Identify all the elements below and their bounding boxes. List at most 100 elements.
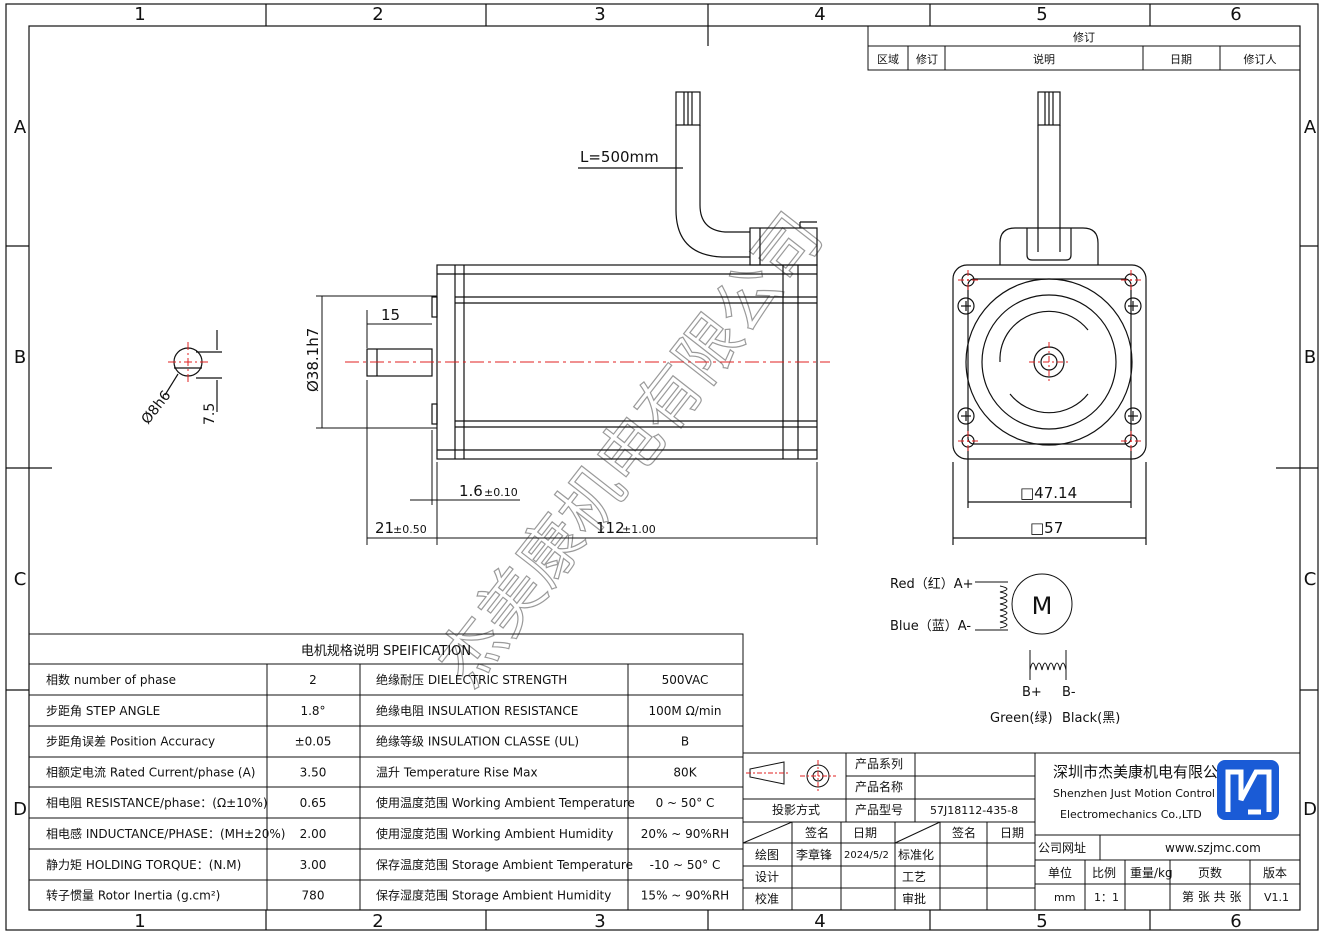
zone-col-1-top: 1 (134, 4, 145, 25)
spec-value-2: -10 ~ 50° C (650, 858, 721, 872)
shaft-section-view: Ø8h6 7.5 (139, 330, 222, 427)
zone-row-a-right: A (1304, 117, 1317, 138)
tb-website-label: 公司网址 (1038, 841, 1086, 855)
wire-b-plus: B+ (1022, 685, 1042, 700)
zone-row-c-left: C (14, 569, 27, 590)
company-name-en-2: Electromechanics Co.,LTD (1060, 808, 1202, 821)
zone-row-b-right: B (1304, 347, 1316, 368)
spec-value-2: 15% ~ 90%RH (641, 889, 729, 903)
zone-col-6-bottom: 6 (1230, 911, 1241, 932)
tb-drawer: 李章锋 (796, 847, 832, 862)
dim-body-tol: ±1.00 (622, 523, 656, 536)
dim-flange-size: □57 (1030, 519, 1063, 537)
wire-b-minus-color: Black(黑) (1062, 711, 1120, 726)
zone-col-3-top: 3 (594, 4, 605, 25)
spec-value: 780 (302, 889, 325, 903)
spec-label-2: 温升 Temperature Rise Max (376, 765, 538, 779)
dim-cable-length: L=500mm (580, 148, 659, 166)
revision-header-rev: 修订 (916, 52, 938, 66)
tb-version-value: V1.1 (1264, 891, 1289, 904)
revision-title: 修订 (1073, 30, 1095, 44)
spec-value-2: 20% ~ 90%RH (641, 827, 729, 841)
zone-row-d-left: D (13, 799, 27, 820)
zone-row-d-right: D (1303, 799, 1317, 820)
spec-value-2: 80K (673, 765, 697, 779)
tb-draw-label: 绘图 (755, 847, 779, 862)
dim-flange-tol: ±0.10 (484, 486, 518, 499)
spec-value: 3.00 (300, 858, 327, 872)
wire-a-plus: Red（红）A+ (890, 576, 974, 592)
tb-draw-date: 2024/5/2 (844, 850, 889, 861)
zone-col-1-bottom: 1 (134, 911, 145, 932)
spec-value-2: B (681, 735, 689, 749)
revision-table: 修订 区域 修订 说明 日期 修订人 (867, 25, 1301, 71)
tb-projection-label: 投影方式 (772, 802, 820, 817)
tb-standard-label: 标准化 (898, 848, 934, 862)
spec-label: 步距角误差 Position Accuracy (46, 735, 215, 749)
tb-model-value: 57J18112-435-8 (930, 804, 1018, 817)
spec-value: 2 (309, 673, 317, 687)
tb-approve-label: 审批 (902, 891, 926, 906)
revision-header-reviser: 修订人 (1244, 52, 1277, 66)
dim-flat-length: 15 (381, 306, 400, 324)
tb-pages-label: 页数 (1198, 865, 1222, 880)
tb-name-label: 产品名称 (855, 779, 903, 794)
company-name-en-1: Shenzhen Just Motion Control (1053, 787, 1215, 800)
revision-header-area: 区域 (877, 53, 899, 66)
tb-scale-value: 1：1 (1094, 891, 1119, 904)
revision-header-date: 日期 (1170, 53, 1192, 66)
spec-value: ±0.05 (295, 735, 332, 749)
zone-col-4-top: 4 (814, 4, 825, 25)
spec-value-2: 100M Ω/min (649, 704, 722, 718)
motor-symbol: M (1032, 592, 1053, 620)
zone-labels: 1 2 3 4 5 6 1 2 3 4 5 6 A B C D A B C D (13, 4, 1317, 932)
spec-label-2: 使用温度范围 Working Ambient Temperature (376, 795, 635, 810)
wiring-diagram: M Red（红）A+ Blue（蓝）A- B+ B- Green(绿) Blac… (890, 573, 1120, 726)
tb-website: www.szjmc.com (1165, 841, 1261, 855)
tb-process-label: 工艺 (902, 870, 926, 884)
wire-a-minus: Blue（蓝）A- (890, 619, 971, 634)
zone-col-2-top: 2 (372, 4, 383, 25)
tb-model-label: 产品型号 (855, 803, 903, 817)
spec-value-2: 500VAC (662, 673, 709, 687)
zone-row-c-right: C (1304, 569, 1317, 590)
zone-col-3-bottom: 3 (594, 911, 605, 932)
motor-side-view: L=500mm 15 Ø38.1h7 1.6 ±0.10 21 ±0.50 11… (304, 91, 830, 545)
zone-col-2-bottom: 2 (372, 911, 383, 932)
tb-design-label: 设计 (755, 870, 779, 884)
dim-hole-pitch: □47.14 (1020, 484, 1077, 502)
spec-value: 1.8° (300, 704, 325, 718)
tb-unit-label: 单位 (1048, 865, 1072, 880)
tb-sign-label-2: 签名 (952, 825, 976, 840)
spec-label: 转子惯量 Rotor Inertia (g.cm²) (46, 888, 220, 903)
zone-col-5-bottom: 5 (1036, 911, 1047, 932)
tb-series-label: 产品系列 (855, 757, 903, 771)
tb-weight-label: 重量/kg (1130, 866, 1173, 880)
dim-shaft-length: 21 (375, 519, 394, 537)
spec-value: 2.00 (300, 827, 327, 841)
spec-label: 相电感 INDUCTANCE/PHASE：(MH±20%) (46, 826, 285, 841)
zone-col-6-top: 6 (1230, 4, 1241, 25)
spec-label: 步距角 STEP ANGLE (46, 704, 160, 718)
spec-label: 相数 number of phase (46, 672, 176, 687)
tb-scale-label: 比例 (1092, 866, 1116, 880)
spec-value-2: 0 ~ 50° C (656, 796, 715, 810)
spec-label-2: 保存温度范围 Storage Ambient Temperature (376, 857, 633, 872)
spec-label: 静力矩 HOLDING TORQUE：(N.M) (46, 858, 241, 872)
spec-label-2: 绝缘电阻 INSULATION RESISTANCE (376, 703, 578, 718)
dim-body-length: 112 (596, 519, 625, 537)
dim-shaft-diameter: Ø8h6 (139, 388, 175, 428)
tb-pages-value: 第 张 共 张 (1182, 890, 1241, 904)
zone-col-5-top: 5 (1036, 4, 1047, 25)
zone-row-a-left: A (14, 117, 27, 138)
company-logo (1217, 760, 1279, 820)
spec-label: 相额定电流 Rated Current/phase (A) (46, 764, 255, 779)
tb-date-label-2: 日期 (1000, 826, 1024, 840)
spec-value: 0.65 (300, 796, 327, 810)
dim-shaft-tol: ±0.50 (393, 523, 427, 536)
spec-label-2: 保存湿度范围 Storage Ambient Humidity (376, 888, 611, 903)
dim-pilot-diameter: Ø38.1h7 (304, 328, 322, 392)
dim-flat-depth: 7.5 (202, 403, 218, 425)
